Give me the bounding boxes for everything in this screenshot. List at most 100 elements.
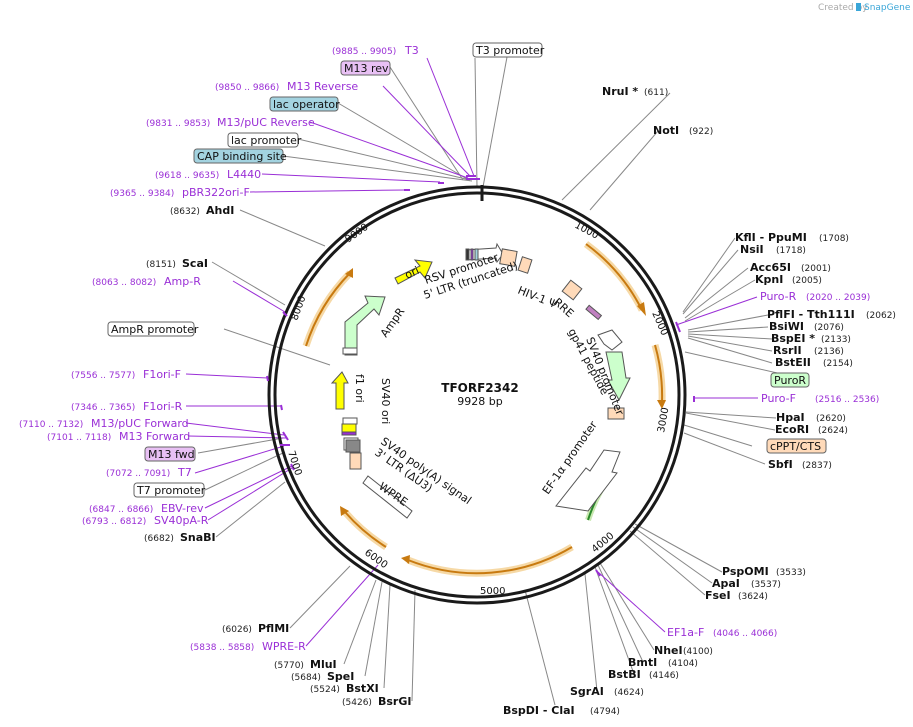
site-hpai-pos: (2620) xyxy=(816,414,846,424)
site-mlui-pos: (5770) xyxy=(274,661,304,671)
sv40-promoter-feature xyxy=(597,329,623,351)
site-bstxi[interactable]: BstXI xyxy=(346,682,379,695)
site-snabi[interactable]: SnaBI xyxy=(180,531,216,544)
site-apai[interactable]: ApaI xyxy=(712,577,740,590)
primer-l4440-pos: (9618 .. 9635) xyxy=(155,171,219,181)
site-nhei[interactable]: NheI xyxy=(654,644,683,657)
cppt-feature xyxy=(607,407,625,420)
site-sgrai[interactable]: SgrAI xyxy=(570,685,604,698)
site-kpni-pos: (2005) xyxy=(792,276,822,286)
primer-ebv-rev[interactable]: EBV-rev xyxy=(161,502,204,515)
box-lac-operator[interactable] xyxy=(269,96,339,112)
site-bsiwi[interactable]: BsiWI xyxy=(769,320,804,333)
site-pflmi[interactable]: PflMI xyxy=(258,622,289,635)
primer-f1ori-r[interactable]: F1ori-R xyxy=(143,400,183,413)
site-hpai[interactable]: HpaI xyxy=(776,411,805,424)
primer-pbr322ori[interactable]: pBR322ori-F xyxy=(182,186,250,199)
site-acc65i-pos: (2001) xyxy=(801,264,831,274)
rre-feature xyxy=(561,279,583,301)
box-puror[interactable] xyxy=(770,372,810,388)
primer-puro-f[interactable]: Puro-F xyxy=(761,392,796,405)
box-cap-site[interactable] xyxy=(193,148,284,164)
site-ahdi-pos: (8632) xyxy=(170,207,200,217)
site-sbfi-pos: (2837) xyxy=(802,461,832,471)
site-nsii[interactable]: NsiI xyxy=(740,243,764,256)
box-cppt[interactable] xyxy=(766,438,827,454)
site-spei-pos: (5684) xyxy=(291,673,321,683)
boxed-labels: T3 promoter M13 rev lac operator lac pro… xyxy=(107,42,827,498)
site-bsteii[interactable]: BstEII xyxy=(775,356,811,369)
box-ampr-promoter-label: AmpR promoter xyxy=(111,323,199,336)
site-pspomi[interactable]: PspOMI xyxy=(722,565,769,578)
orf-arrows xyxy=(302,241,666,577)
site-pflfi[interactable]: PflFI - Tth111I xyxy=(767,308,855,321)
box-lac-promoter[interactable] xyxy=(227,132,299,148)
feature-label-hiv-psi: HIV-1 Ψ xyxy=(516,284,560,312)
site-scai[interactable]: ScaI xyxy=(182,257,208,270)
primer-ampr[interactable]: Amp-R xyxy=(164,275,201,288)
primer-marks xyxy=(266,175,695,577)
primer-m13puc-reverse[interactable]: M13/pUC Reverse xyxy=(217,116,315,129)
primer-m13-forward-pos: (7101 .. 7118) xyxy=(47,433,111,443)
box-t3-promoter[interactable] xyxy=(472,42,543,58)
site-bspei[interactable]: BspEI * xyxy=(771,332,815,345)
site-bspdi-pos: (4794) xyxy=(590,707,620,717)
site-nhei-pos: (4100) xyxy=(683,647,713,657)
site-sgrai-pos: (4624) xyxy=(614,688,644,698)
primer-ebv-rev-pos: (6847 .. 6866) xyxy=(89,505,153,515)
site-bstbi[interactable]: BstBI xyxy=(608,668,641,681)
site-ecori[interactable]: EcoRI xyxy=(775,423,809,436)
snapgene-logo-icon xyxy=(856,3,861,11)
site-bsrgi[interactable]: BsrGI xyxy=(378,695,411,708)
feature-label-ampr: AmpR xyxy=(378,305,408,340)
box-m13-fwd[interactable] xyxy=(144,446,196,462)
site-sbfi[interactable]: SbfI xyxy=(768,458,793,471)
orf-arrow-1 xyxy=(583,241,646,312)
primer-sv40pa-r[interactable]: SV40pA-R xyxy=(154,514,209,527)
site-fsei-pos: (3624) xyxy=(738,592,768,602)
ampr-feature xyxy=(344,295,386,356)
orf-arrow-1-line xyxy=(585,243,643,311)
primer-m13-reverse-pos: (9850 .. 9866) xyxy=(215,83,279,93)
site-spei[interactable]: SpeI xyxy=(327,670,354,683)
box-ampr-promoter[interactable] xyxy=(107,321,195,337)
primer-m13-reverse[interactable]: M13 Reverse xyxy=(287,80,358,93)
orf-arrow-5-line xyxy=(305,272,351,347)
site-kfli[interactable]: KflI - PpuMI xyxy=(735,231,807,244)
site-bsrgi-pos: (5426) xyxy=(342,698,372,708)
site-bspei-pos: (2133) xyxy=(821,335,851,345)
puror-feature xyxy=(605,351,631,402)
f1-ori-feature xyxy=(330,371,349,410)
site-kpni[interactable]: KpnI xyxy=(755,273,783,286)
sv40-pa-feature xyxy=(345,439,361,453)
site-bmti[interactable]: BmtI xyxy=(628,656,657,669)
site-nrui-pos: (611) xyxy=(644,88,668,98)
restriction-sites-left: (5426) BsrGI (5524) BstXI (5684) SpeI (5… xyxy=(144,204,411,708)
site-ahdi[interactable]: AhdI xyxy=(206,204,234,217)
primer-wpre-r-pos: (5838 .. 5858) xyxy=(190,643,254,653)
primer-ef1a-f[interactable]: EF1a-F xyxy=(667,626,704,639)
box-t7-promoter[interactable] xyxy=(133,482,205,498)
feature-label-ori: ori xyxy=(403,264,421,282)
site-nrui[interactable]: NruI * xyxy=(602,85,638,98)
primer-pbr322ori-pos: (9365 .. 9384) xyxy=(110,189,174,199)
orf-arrow-2-head xyxy=(657,400,666,409)
site-fsei[interactable]: FseI xyxy=(705,589,731,602)
primer-wpre-r[interactable]: WPRE-R xyxy=(262,640,306,653)
site-noti[interactable]: NotI xyxy=(653,124,679,137)
primer-f1ori-f[interactable]: F1ori-F xyxy=(143,368,181,381)
site-bspdi[interactable]: BspDI - ClaI xyxy=(503,704,575,717)
site-rsrii[interactable]: RsrII xyxy=(773,344,802,357)
primer-t3[interactable]: T3 xyxy=(404,44,419,57)
box-m13-rev[interactable] xyxy=(340,60,391,76)
site-mlui[interactable]: MluI xyxy=(310,658,337,671)
primer-m13puc-forward[interactable]: M13/pUC Forward xyxy=(91,417,189,430)
site-acc65i[interactable]: Acc65I xyxy=(750,261,791,274)
primer-l4440[interactable]: L4440 xyxy=(227,168,261,181)
orf-arrow-5 xyxy=(302,270,353,348)
primer-t7[interactable]: T7 xyxy=(177,466,192,479)
box-puror-label: PuroR xyxy=(774,374,806,387)
primer-puro-r[interactable]: Puro-R xyxy=(760,290,797,303)
primer-m13-forward[interactable]: M13 Forward xyxy=(119,430,190,443)
sv40-ori-2-feature xyxy=(341,423,357,433)
